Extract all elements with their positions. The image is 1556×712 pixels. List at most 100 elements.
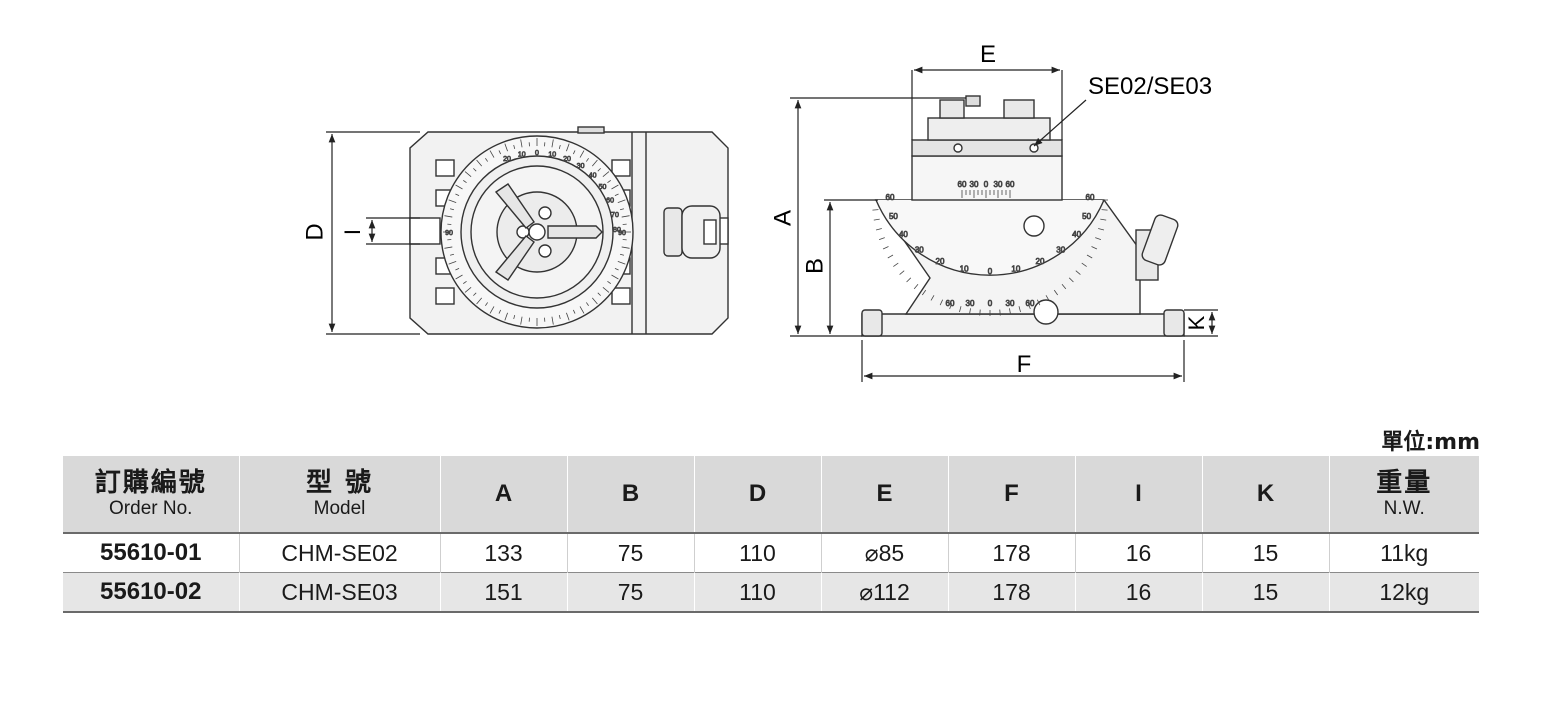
arc-scale-number: 40: [1072, 230, 1081, 239]
cell-e: ⌀85: [820, 532, 948, 573]
cell-b: 75: [566, 532, 694, 573]
header-weight-en: N.W.: [1383, 498, 1425, 519]
dial-tick: [455, 274, 463, 280]
dial-tick: [558, 314, 561, 320]
dial-tick: [444, 215, 453, 218]
header-i-label: I: [1135, 480, 1142, 507]
cell-a: 151: [439, 572, 567, 613]
cell-weight: 11kg: [1328, 532, 1479, 573]
dial-tick: [611, 184, 619, 190]
dial-number: 20: [563, 156, 571, 163]
arc-tick: [1075, 270, 1081, 275]
dial-number: 40: [589, 172, 597, 179]
arc-tick: [1061, 284, 1067, 290]
dial-tick: [566, 312, 570, 321]
dial-tick: [621, 215, 630, 218]
head-scale-number: 0: [984, 180, 989, 189]
dial-number: 80: [613, 227, 621, 234]
dial-number: 10: [518, 151, 526, 158]
dial-tick: [455, 184, 463, 190]
cell-f: 178: [947, 572, 1075, 613]
head-scale-number: 60: [958, 180, 967, 189]
dial-tick: [551, 139, 554, 148]
header-model-en: Model: [313, 498, 366, 519]
header-d-label: D: [748, 480, 767, 507]
dial-tick: [591, 297, 598, 305]
header-weight-zh: 重量: [1376, 468, 1433, 498]
dial-tick: [619, 253, 625, 256]
dial-tick: [455, 267, 460, 271]
header-order-no-zh: 訂購編號: [94, 468, 207, 498]
unit-label: 單位:mm: [1381, 430, 1480, 455]
dial-tick: [464, 286, 472, 293]
callout-model: SE02/SE03: [1088, 73, 1212, 100]
cell-model: CHM-SE02: [238, 532, 440, 573]
arc-inner-number: 30: [1006, 299, 1015, 308]
dial-tick: [476, 297, 483, 305]
dial-tick: [551, 316, 554, 325]
arc-tick: [999, 309, 1001, 316]
dial-tick: [520, 316, 523, 325]
arc-tick: [873, 218, 880, 221]
header-e-label: E: [876, 480, 893, 507]
dial-tick: [489, 150, 495, 158]
arc-tick: [1053, 289, 1059, 296]
cell-weight: 12kg: [1328, 572, 1479, 613]
dial-tick: [485, 158, 489, 162]
arc-scale-number: 10: [960, 264, 969, 273]
dial-tick: [504, 143, 508, 152]
arc-tick: [913, 284, 919, 290]
side-view: [861, 95, 1185, 337]
dial-tick: [463, 180, 467, 184]
side-dimensions: [790, 66, 1218, 382]
arc-tick: [878, 237, 885, 241]
arc-tick: [979, 309, 981, 316]
arc-tick: [1045, 295, 1050, 301]
header-b: B: [566, 456, 694, 533]
arc-scale-number: 40: [899, 230, 908, 239]
dial-number: 30: [577, 163, 585, 170]
arc-tick: [872, 209, 879, 211]
arc-tick: [1091, 246, 1098, 250]
cell-i: 16: [1074, 572, 1202, 613]
label-k: K: [1184, 315, 1209, 330]
dial-tick: [591, 159, 598, 167]
arc-tick: [1098, 228, 1105, 231]
cell-d: 110: [693, 532, 821, 573]
cell-model: CHM-SE03: [238, 572, 440, 613]
dimension-d: [326, 131, 420, 335]
cell-order-no: 55610-02: [63, 572, 239, 613]
arc-tick: [1095, 237, 1102, 241]
dial-tick: [617, 261, 626, 265]
dial-number: 0: [535, 150, 539, 157]
arc-tick: [921, 289, 927, 296]
header-model-zh: 型 號: [305, 468, 374, 498]
dial-tick: [614, 193, 619, 197]
dial-tick: [597, 292, 601, 296]
arc-inner-number: 60: [946, 299, 955, 308]
dial-number: 60: [606, 197, 614, 204]
dial-tick: [621, 246, 630, 249]
table-row: 55610-02 CHM-SE03 151 75 110 ⌀112 178 16…: [63, 572, 1479, 613]
cell-i: 16: [1074, 532, 1202, 573]
cell-k: 15: [1201, 532, 1329, 573]
header-f: F: [947, 456, 1075, 533]
dial-tick: [455, 193, 460, 197]
label-a: A: [769, 210, 796, 226]
top-view: [409, 126, 729, 335]
label-i: I: [340, 229, 365, 235]
cell-a: 133: [439, 532, 567, 573]
dial-tick: [597, 168, 601, 172]
arc-scale-number: 50: [889, 212, 898, 221]
cell-e: ⌀112: [820, 572, 948, 613]
dial-tick: [572, 309, 576, 314]
arc-tick: [1027, 303, 1031, 310]
table-row: 55610-01 CHM-SE02 133 75 110 ⌀85 178 16 …: [63, 532, 1479, 573]
arc-scale-number: 20: [1036, 257, 1045, 266]
cell-d: 110: [693, 572, 821, 613]
header-e: E: [820, 456, 948, 533]
